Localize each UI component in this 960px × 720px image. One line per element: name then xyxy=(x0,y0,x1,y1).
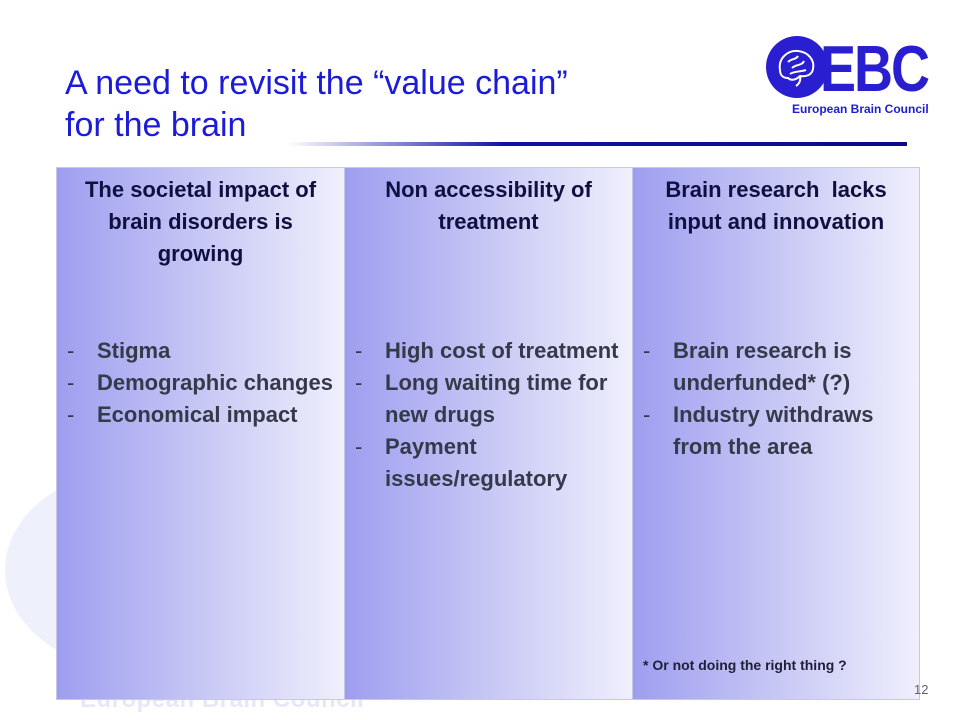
bullet-list: -High cost of treatment -Long waiting ti… xyxy=(355,335,626,495)
bullet-list: -Brain research is underfunded* (?) -Ind… xyxy=(643,335,913,463)
list-item-text: High cost of treatment xyxy=(385,338,619,363)
list-item: -Stigma xyxy=(67,335,338,367)
list-item-text: Stigma xyxy=(97,338,171,363)
bullet-list: -Stigma -Demographic changes -Economical… xyxy=(67,335,338,431)
value-chain-table: The societal impact of brain disorders i… xyxy=(56,167,920,700)
bullet-dash: - xyxy=(643,338,651,363)
list-item: -Economical impact xyxy=(67,399,338,431)
list-item: -High cost of treatment xyxy=(355,335,626,367)
bullet-dash: - xyxy=(67,338,75,363)
title-underline xyxy=(287,142,907,146)
slide-title: A need to revisit the “value chain” for … xyxy=(65,62,745,146)
list-item-text: Brain research is underfunded* (?) xyxy=(673,338,852,395)
list-item-text: Payment issues/regulatory xyxy=(385,434,568,491)
column-treatment-access: Non accessibility of treatment -High cos… xyxy=(345,168,633,699)
slide-title-line-2: for the brain xyxy=(65,106,247,144)
column-heading: Brain research lacks input and innovatio… xyxy=(665,177,893,234)
list-item: -Payment issues/regulatory xyxy=(355,431,626,495)
logo-letters: EBC xyxy=(820,33,930,106)
bullet-dash: - xyxy=(67,370,75,395)
bullet-dash: - xyxy=(355,370,363,395)
bullet-dash: - xyxy=(643,402,651,427)
logo-subtitle: European Brain Council xyxy=(792,102,929,116)
column-heading: Non accessibility of treatment xyxy=(385,177,592,234)
bullet-dash: - xyxy=(355,434,363,459)
list-item: -Industry withdraws from the area xyxy=(643,399,913,463)
column-heading: The societal impact of brain disorders i… xyxy=(84,177,317,266)
brain-icon xyxy=(766,36,828,98)
footnote: * Or not doing the right thing ? xyxy=(643,657,847,673)
column-brain-research: Brain research lacks input and innovatio… xyxy=(633,168,919,699)
column-societal-impact: The societal impact of brain disorders i… xyxy=(57,168,345,699)
ebc-logo: EBC European Brain Council xyxy=(762,32,930,132)
bullet-dash: - xyxy=(355,338,363,363)
list-item-text: Long waiting time for new drugs xyxy=(385,370,608,427)
bullet-dash: - xyxy=(67,402,75,427)
list-item: -Brain research is underfunded* (?) xyxy=(643,335,913,399)
list-item-text: Demographic changes xyxy=(97,370,333,395)
list-item-text: Industry withdraws from the area xyxy=(673,402,874,459)
page-number: 12 xyxy=(914,682,929,697)
slide-title-line-1: A need to revisit the “value chain” xyxy=(65,64,568,102)
list-item-text: Economical impact xyxy=(97,402,298,427)
list-item: -Long waiting time for new drugs xyxy=(355,367,626,431)
list-item: -Demographic changes xyxy=(67,367,338,399)
